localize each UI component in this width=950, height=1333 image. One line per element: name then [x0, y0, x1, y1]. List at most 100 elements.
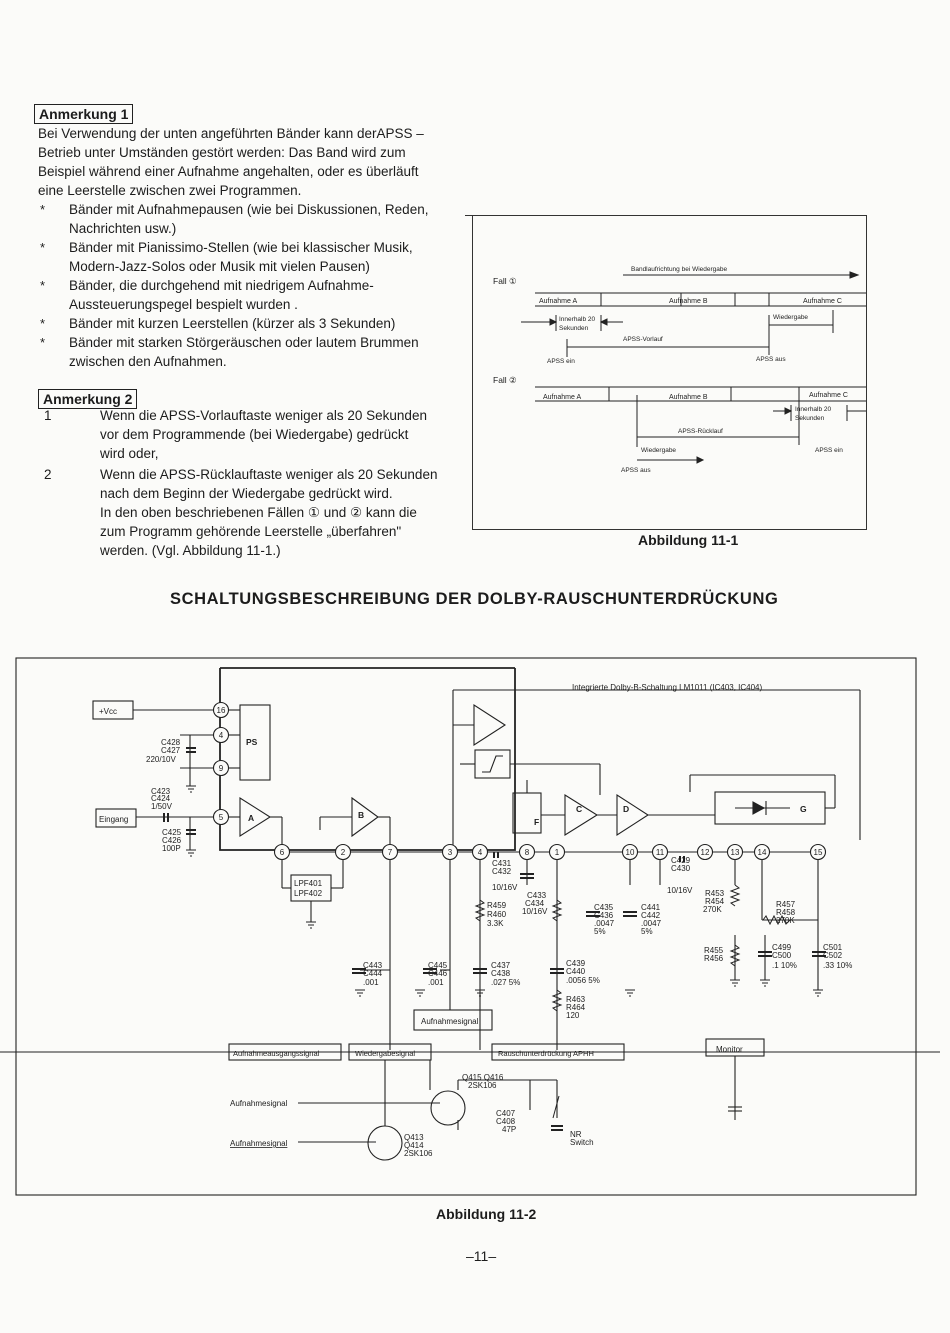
note2-line: Wenn die APSS-Rücklauftaste weniger als …: [100, 467, 438, 482]
c425-label: C425: [162, 828, 182, 837]
c408-label: C408: [496, 1117, 516, 1126]
monitor-label: Monitor: [716, 1045, 743, 1054]
sekunden-label: Sekunden: [559, 325, 589, 332]
r453-value: 270K: [703, 905, 722, 914]
r457-value: 270K: [776, 916, 795, 925]
nr-switch-label: NR: [570, 1130, 582, 1139]
innerhalb-label: Innerhalb 20: [559, 316, 596, 323]
block-d-label: D: [623, 804, 629, 814]
c424-label: C424: [151, 794, 171, 803]
case2-label: Fall ②: [493, 375, 517, 385]
pin-label: 14: [758, 848, 767, 857]
block-b-label: B: [358, 810, 364, 820]
ps-label: PS: [246, 737, 258, 747]
q413-label: Q413: [404, 1133, 424, 1142]
block-a-label: A: [248, 813, 254, 823]
pin-label: 6: [280, 848, 285, 857]
bus-label: Wiedergabesignal: [355, 1049, 415, 1058]
r457-label: R457: [776, 900, 796, 909]
q413-type: 2SK106: [404, 1149, 433, 1158]
c443-value: .001: [363, 978, 379, 987]
eingang-label: Eingang: [99, 815, 128, 824]
c442-label: C442: [641, 911, 661, 920]
c431-label: C431: [492, 859, 512, 868]
c428-label: C428: [161, 738, 181, 747]
case1-label: Fall ①: [493, 276, 517, 286]
c407-value: 47P: [502, 1125, 516, 1134]
pin-label: 2: [341, 848, 346, 857]
c433-label: C433: [527, 891, 547, 900]
note2-line: vor dem Programmende (bei Wiedergabe) ge…: [100, 427, 409, 442]
c407-label: C407: [496, 1109, 516, 1118]
bullet-line: Nachrichten usw.): [69, 221, 177, 236]
r463-label: R463: [566, 995, 586, 1004]
note2-line: zum Programm gehörende Leerstelle „überf…: [100, 524, 402, 539]
c427-label: C427: [161, 746, 181, 755]
block-g-label: G: [800, 804, 807, 814]
c435-tolerance: 5%: [594, 927, 606, 936]
bullet-item: * Bänder mit starken Störgeräuschen oder…: [40, 333, 450, 371]
nr-switch-label: Switch: [570, 1138, 594, 1147]
note2-line: In den oben beschriebenen Fällen ① und ②…: [100, 505, 417, 520]
r456-label: R456: [704, 954, 724, 963]
c499-label: C499: [772, 943, 792, 952]
bullet-line: Modern-Jazz-Solos oder Musik mit vielen …: [69, 259, 370, 274]
bullet-line: Bänder mit kurzen Leerstellen (kürzer al…: [69, 316, 396, 331]
aufnahme-b-label-2: Aufnahme B: [669, 394, 708, 401]
aufnahmesignal-box-label: Aufnahmesignal: [421, 1017, 479, 1026]
note2-line: wird oder,: [100, 446, 159, 461]
c499-value: .1 10%: [772, 961, 797, 970]
note1-intro-line: Betrieb unter Umständen gestört werden: …: [38, 145, 406, 160]
r453-label: R453: [705, 889, 725, 898]
lpf-label: LPF402: [294, 889, 323, 898]
r458-label: R458: [776, 908, 796, 917]
c429-value: 10/16V: [667, 886, 693, 895]
c445-label: C445: [428, 961, 448, 970]
note1-intro: Bei Verwendung der unten angeführten Bän…: [38, 124, 438, 200]
apss-aus-label: APSS aus: [756, 356, 786, 363]
c423-label: C423: [151, 787, 171, 796]
note2-line: werden. (Vgl. Abbildung 11-1.): [100, 543, 281, 558]
c434-label: C434: [525, 899, 545, 908]
lpf-label: LPF401: [294, 879, 323, 888]
page-number: –11–: [466, 1248, 497, 1264]
pin-label: 15: [814, 848, 823, 857]
ruecklauf-label: APSS-Rücklauf: [678, 428, 723, 435]
note2-item-number: 2: [44, 467, 52, 482]
r459-value: 3.3K: [487, 919, 504, 928]
r459-label: R459: [487, 901, 507, 910]
bullet-symbol: *: [40, 202, 46, 217]
pin-label: 4: [219, 731, 224, 740]
c502-label: C502: [823, 951, 843, 960]
bullet-symbol: *: [40, 316, 46, 331]
pin-label: 1: [555, 848, 560, 857]
block-c-label: C: [576, 804, 582, 814]
aufnahme-a-label-2: Aufnahme A: [543, 394, 581, 401]
q415-label: Q415 Q416: [462, 1073, 504, 1082]
c437-value: .027 5%: [491, 978, 520, 987]
figure1-frame: Bandlaufrichtung bei Wiedergabe Fall ① A…: [465, 215, 873, 530]
innerhalb-label-2: Innerhalb 20: [795, 406, 832, 413]
figure2-schematic: 16 4 9 5 6 2 7 3 4 8 1 10 11 12 13 14 15…: [0, 657, 940, 1196]
aufnahme-b-label: Aufnahme B: [669, 298, 708, 305]
aufnahme-c-label: Aufnahme C: [803, 298, 842, 305]
c445-value: .001: [428, 978, 444, 987]
c446-label: C446: [428, 969, 448, 978]
figure1-diagram: Bandlaufrichtung bei Wiedergabe Fall ① A…: [493, 266, 873, 474]
c440-label: C440: [566, 967, 586, 976]
bullet-line: Aussteuerungspegel bespielt wurden .: [69, 297, 298, 312]
r464-label: R464: [566, 1003, 586, 1012]
band-direction-label: Bandlaufrichtung bei Wiedergabe: [631, 266, 728, 273]
bus-label: Aufnahmeausgangssignal: [233, 1049, 320, 1058]
note2-line: nach dem Beginn der Wiedergabe gedrückt …: [100, 486, 393, 501]
pin-label: 13: [731, 848, 740, 857]
wiedergabe-label: Wiedergabe: [773, 314, 808, 321]
note2-item: 2 Wenn die APSS-Rücklauftaste weniger al…: [42, 465, 452, 560]
note2-title: Anmerkung 2: [38, 389, 138, 409]
block-f-label: F: [534, 817, 539, 827]
apss-ein-label-2: APSS ein: [815, 447, 843, 454]
bullet-item: * Bänder mit Aufnahmepausen (wie bei Dis…: [40, 200, 450, 238]
ic-label: Integrierte Dolby-B-Schaltung LM1011 (IC…: [572, 683, 763, 692]
pin-label: 9: [219, 764, 224, 773]
sekunden-label-2: Sekunden: [795, 415, 825, 422]
